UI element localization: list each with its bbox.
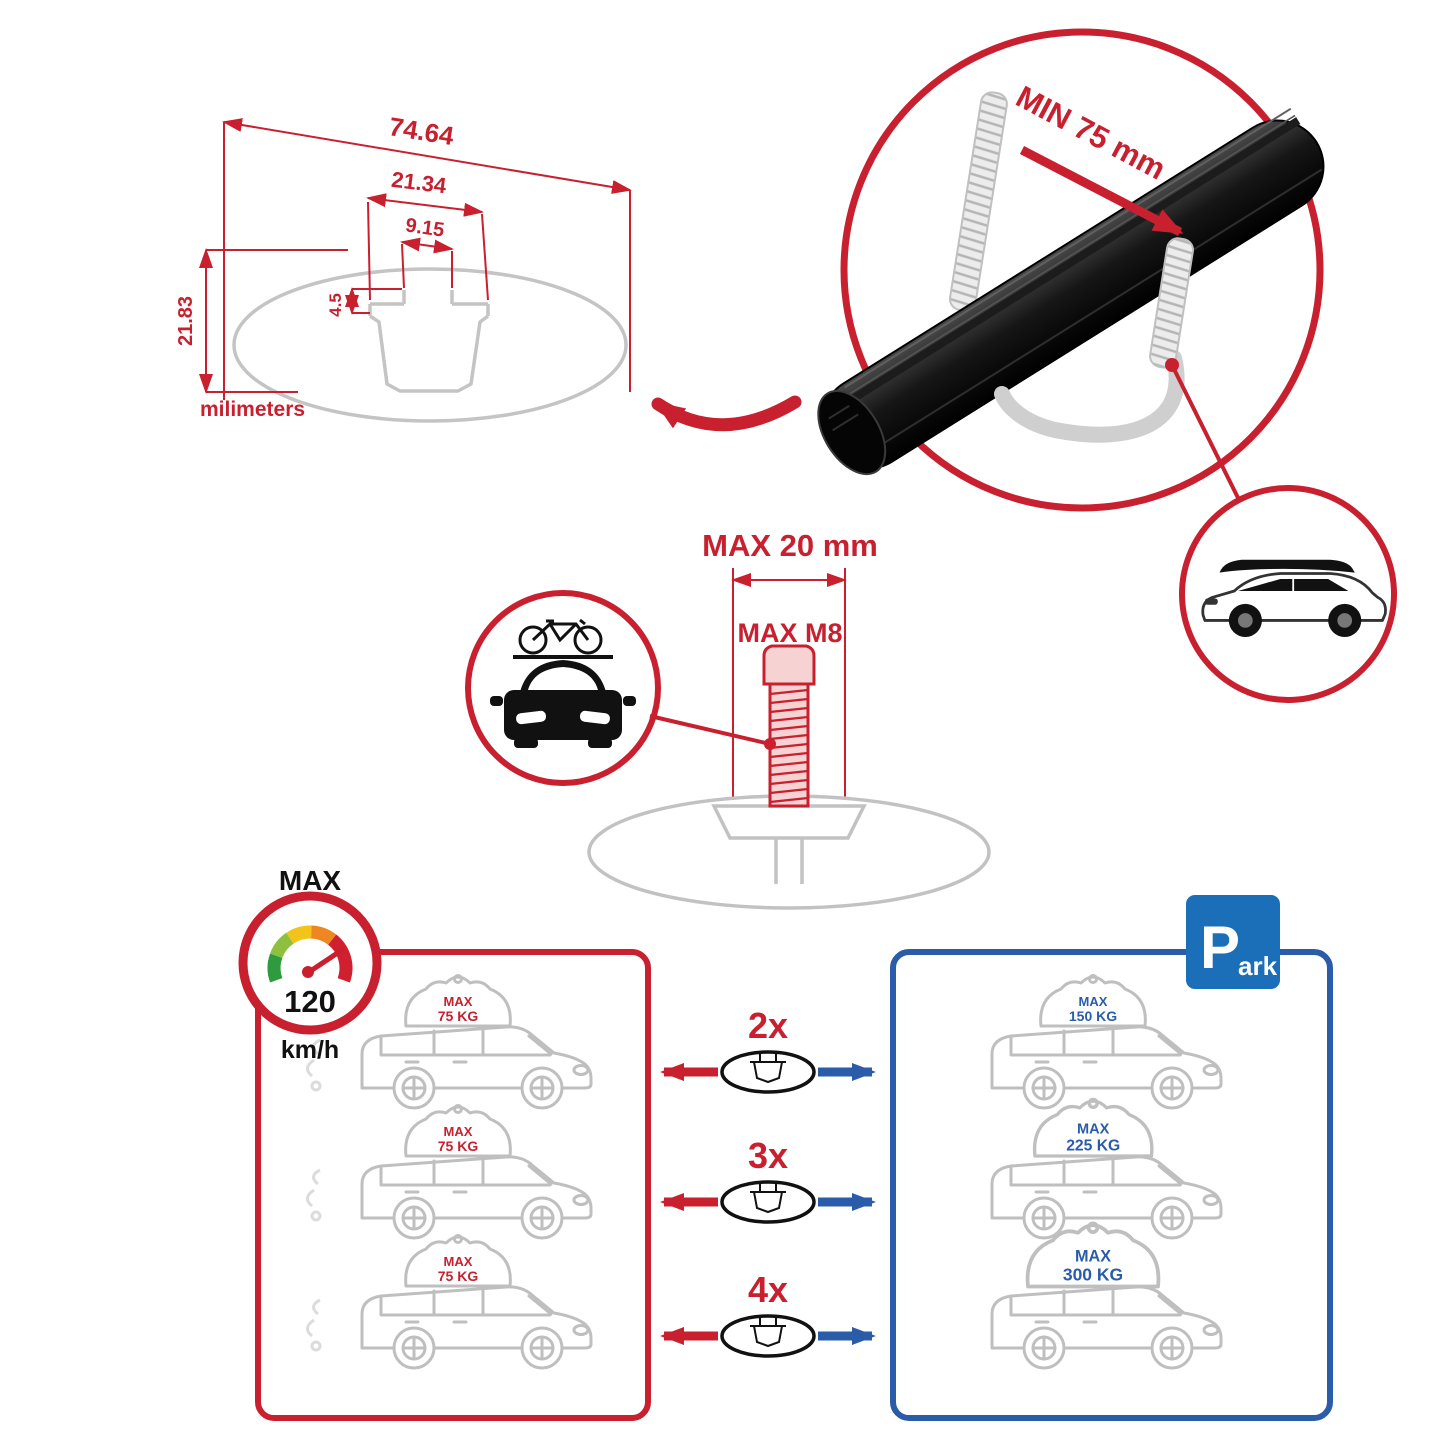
u-bolt-loop: [994, 350, 1185, 443]
bar-count-row: 3x: [660, 1135, 876, 1224]
t-nut-plate: [711, 804, 867, 840]
svg-text:MAX: MAX: [444, 1254, 473, 1269]
load-bundle: MAX 75 KG: [404, 1104, 512, 1158]
svg-text:300 KG: 300 KG: [1063, 1264, 1123, 1284]
svg-text:MAX: MAX: [444, 1124, 473, 1139]
svg-text:MAX: MAX: [1077, 1122, 1110, 1138]
crossbar-render: MIN 75 mm: [651, 28, 1397, 703]
bar-count-row: 4x: [660, 1269, 876, 1358]
dim-total-height: 21.83: [175, 296, 197, 346]
dim-unit-label: milimeters: [200, 398, 305, 421]
multiplier-label: 3x: [748, 1135, 788, 1176]
gauge-arcs: [267, 925, 353, 983]
t-slot-profile: [368, 290, 490, 393]
bolt-diagram: MAX 20 mm MAX M8: [465, 528, 991, 910]
bar-count-rows: 2x 3x 4x: [660, 1005, 876, 1358]
svg-text:150 KG: 150 KG: [1069, 1008, 1117, 1024]
profile-callout-arrow: [651, 395, 802, 432]
fixing-bolt-icon: [762, 644, 816, 808]
dim-total-width: 74.64: [387, 111, 456, 151]
bolt-max-length-label: MAX 20 mm: [702, 528, 878, 563]
park-sign: P ark: [1186, 895, 1280, 989]
load-panels: MAX 75 KG MAX 75 KG MAX 75 KG MA: [238, 865, 1333, 1421]
crossbar-profile-icon: [720, 1314, 816, 1358]
svg-text:MAX: MAX: [444, 994, 473, 1009]
svg-text:75 KG: 75 KG: [438, 1268, 479, 1284]
svg-text:MAX: MAX: [1079, 994, 1108, 1009]
driving-cars: MAX 75 KG MAX 75 KG MAX 75 KG: [305, 974, 593, 1370]
multiplier-label: 4x: [748, 1269, 788, 1310]
load-bundle: MAX 75 KG: [404, 1234, 512, 1288]
speed-limit-icon: MAX 120 km/h: [238, 865, 382, 1064]
load-bundle: MAX 75 KG: [404, 974, 512, 1028]
crossbar-icon: [817, 107, 1325, 476]
dim-step-height: 4.5: [326, 293, 345, 317]
bar-count-row: 2x: [660, 1005, 876, 1094]
callout-line: [1170, 364, 1252, 523]
gauge-pivot: [302, 966, 314, 978]
bolt-callout-line: [649, 714, 771, 746]
park-sign-ark: ark: [1238, 951, 1278, 981]
min-clamp-arrow: [1019, 146, 1184, 236]
dim-opening-width: 21.34: [390, 167, 448, 199]
svg-text:75 KG: 75 KG: [438, 1008, 479, 1024]
bolt-callout-dot: [764, 738, 776, 750]
dim-inner-width: 9.15: [404, 214, 446, 241]
load-bundle: MAX 225 KG: [1032, 1097, 1154, 1158]
dimension-lines: [199, 118, 632, 400]
bolt-dimension-lines: [731, 568, 847, 800]
suv-with-roofbox-icon: [1201, 559, 1387, 637]
speed-unit: km/h: [281, 1036, 339, 1064]
park-sign-p: P: [1200, 914, 1240, 981]
crossbar-profile-icon: [720, 1180, 816, 1224]
crossbar-profile-icon: [720, 1050, 816, 1094]
svg-text:MAX: MAX: [1075, 1248, 1111, 1266]
u-bolt-front-rod: [1149, 237, 1194, 369]
car-front-with-bike-icon: [490, 618, 636, 748]
svg-text:75 KG: 75 KG: [438, 1138, 479, 1154]
svg-text:225 KG: 225 KG: [1066, 1137, 1120, 1154]
park-sign-square: [1186, 895, 1280, 989]
dimension-diagram: 74.64 21.34 9.15 4.5 21.83 milimeters: [175, 111, 632, 423]
load-bundle: MAX 300 KG: [1025, 1221, 1161, 1289]
bolt-max-thread-label: MAX M8: [737, 618, 842, 648]
speed-max-label: MAX: [279, 865, 342, 896]
speedometer-circle: [238, 891, 382, 1035]
crossbar-profile-ellipse: [232, 267, 628, 423]
speed-value: 120: [284, 984, 336, 1019]
multiplier-label: 2x: [748, 1005, 788, 1046]
parked-cars: MAX 150 KG MAX 225 KG MAX 300 KG: [990, 974, 1223, 1370]
slot-walls: [774, 838, 804, 884]
load-bundle: MAX 150 KG: [1039, 974, 1147, 1028]
